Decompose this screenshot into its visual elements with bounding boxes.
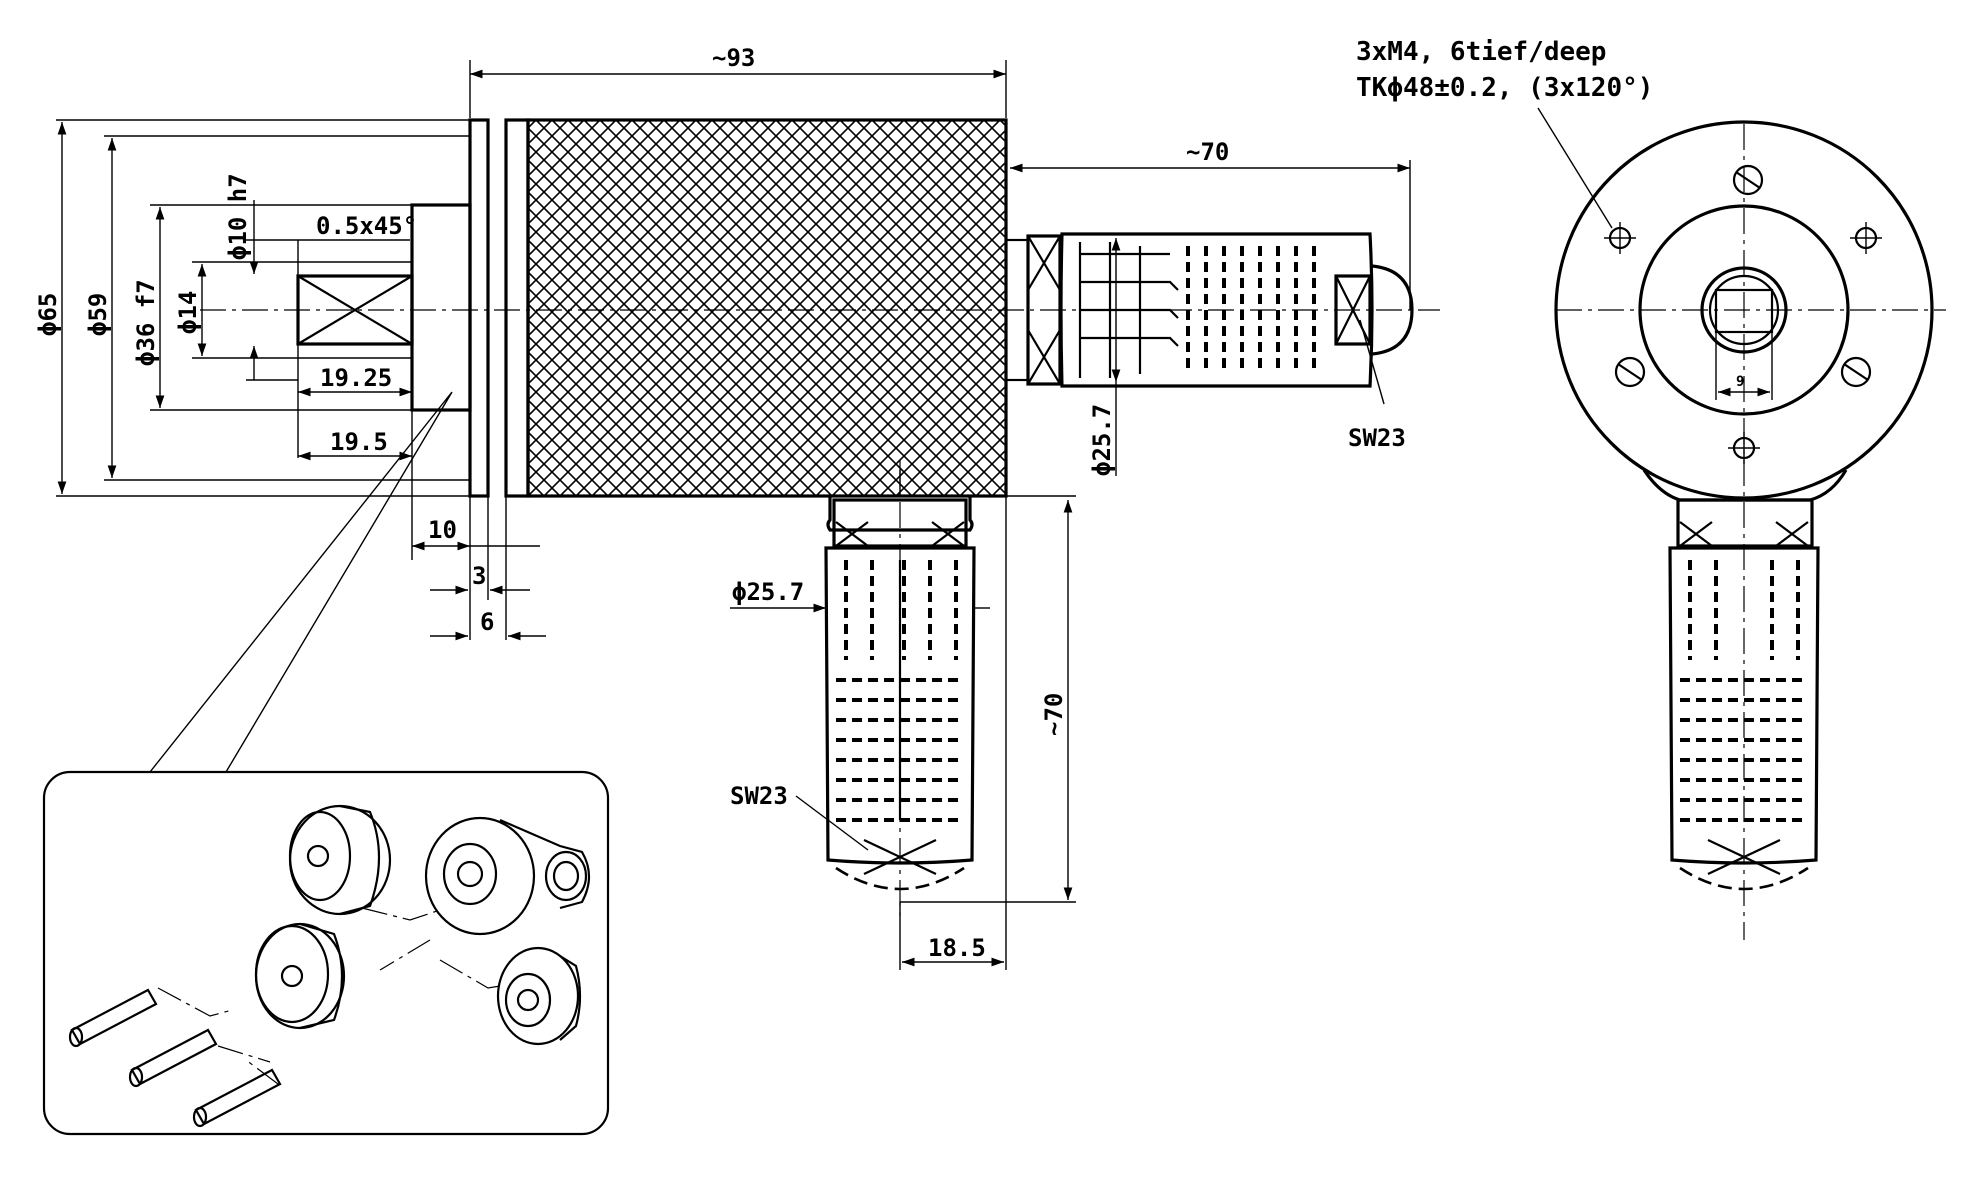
dimensions-side: ~93 ~70 ϕ65 ϕ59 ϕ36 f7 ϕ14 ϕ10 h7 0.5x45…	[34, 44, 1411, 970]
label-sw23-bottom: SW23	[730, 782, 788, 810]
dim-length-93: ~93	[712, 44, 755, 72]
dim-diameter-59: ϕ59	[84, 293, 112, 336]
dim-shaft-19-25: 19.25	[320, 364, 392, 392]
label-sw23-side: SW23	[1348, 424, 1406, 452]
dim-connector-diameter-side: ϕ25.7	[1088, 404, 1116, 476]
dim-diameter-10: ϕ10 h7	[224, 173, 252, 260]
dim-flange-10: 10	[428, 516, 457, 544]
dim-flange-3: 3	[472, 562, 486, 590]
dim-connector-length-bottom: ~70	[1040, 693, 1068, 736]
flange-plate-front	[468, 118, 490, 498]
note-bolt-circle: TKϕ48±0.2, (3x120°)	[1356, 73, 1653, 103]
dim-connector-diameter-bottom: ϕ25.7	[732, 578, 804, 606]
side-connector	[1004, 232, 1414, 388]
dim-diameter-36: ϕ36 f7	[132, 279, 160, 366]
dim-flange-6: 6	[480, 608, 494, 636]
dim-connector-length-side: ~70	[1186, 138, 1229, 166]
flange-plate-rear	[504, 118, 530, 498]
side-view	[200, 118, 1440, 920]
encoder-housing-knurled	[526, 118, 1008, 498]
dim-slot-9: 9	[1736, 374, 1744, 390]
end-view-outer-circle	[1554, 120, 1934, 500]
dim-chamfer: 0.5x45°	[316, 212, 417, 240]
detail-frame	[42, 770, 610, 1136]
dim-diameter-14: ϕ14	[174, 291, 202, 334]
end-view: 9 3xM4, 6tief/deep TKϕ48±0.2, (3x120°)	[1356, 37, 1946, 940]
bottom-connector	[824, 460, 976, 920]
clamping-hub	[410, 203, 472, 412]
dim-offset-18-5: 18.5	[928, 934, 986, 962]
exploded-assembly-detail	[42, 770, 610, 1136]
dim-shaft-19-5: 19.5	[330, 428, 388, 456]
note-thread: 3xM4, 6tief/deep	[1356, 37, 1606, 67]
dim-diameter-65: ϕ65	[34, 293, 62, 336]
